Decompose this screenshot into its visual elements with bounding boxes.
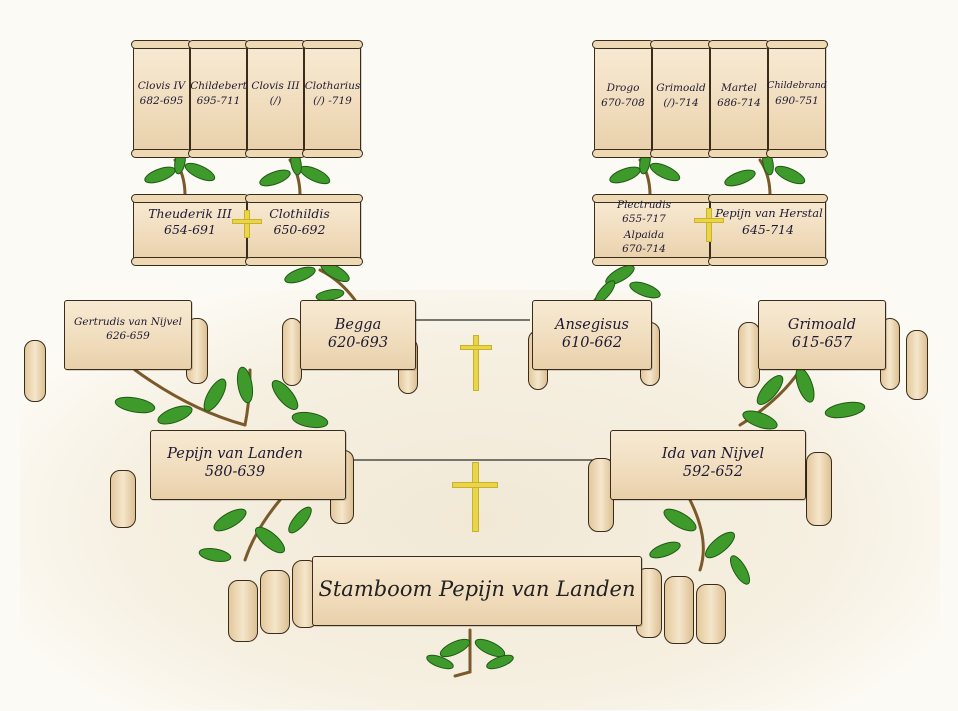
- childebert-years: 695-711: [196, 95, 241, 107]
- ida-roll-right: [806, 452, 832, 526]
- scroll-plectrudis-alpaida: [592, 194, 712, 266]
- clotharius-name: Clotharius: [304, 80, 361, 92]
- alpaida-name: Alpaida: [623, 229, 665, 241]
- grimoald-roll-right-2: [906, 330, 928, 400]
- ansegisus-years: 610-662: [561, 335, 623, 351]
- grimoald-roll-left: [738, 322, 760, 388]
- ida-roll-left: [588, 458, 614, 532]
- clotharius-years: (/) -719: [313, 95, 352, 107]
- title-roll-right-3: [696, 584, 726, 644]
- scroll-ida: [610, 430, 806, 500]
- theuderik-years: 654-691: [164, 222, 216, 237]
- scroll-pepijn-herstal: [708, 194, 828, 266]
- ansegisus-name: Ansegisus: [555, 317, 629, 333]
- pepijn-landen-name: Pepijn van Landen: [167, 446, 303, 462]
- martel-years: 686-714: [717, 97, 761, 109]
- clovis-iii-name: Clovis III: [251, 80, 300, 92]
- clothildis-years: 650-692: [273, 222, 326, 237]
- scroll-theuderik: [131, 194, 249, 266]
- clovis-iv-name: Clovis IV: [137, 80, 186, 92]
- scroll-martel: [708, 40, 770, 158]
- vine-right-lower: [688, 498, 705, 572]
- drogo-name: Drogo: [606, 82, 640, 94]
- grimoald-name: Grimoald: [787, 317, 857, 333]
- scroll-clotharius: [302, 40, 363, 158]
- alpaida-years: 670-714: [622, 243, 666, 255]
- marriage-cross-begga-ansegisus: [460, 335, 492, 391]
- scroll-begga: [300, 300, 416, 370]
- childebrand-years: 690-751: [775, 95, 819, 107]
- scroll-childebrand: [766, 40, 828, 158]
- title-roll-left-2: [260, 570, 290, 634]
- childebert-name: Childebert: [190, 80, 247, 92]
- plectrudis-years: 655-717: [622, 213, 666, 225]
- begga-name: Begga: [334, 317, 382, 333]
- scroll-childebert: [188, 40, 249, 158]
- pepijn-herstal-years: 645-714: [742, 222, 794, 237]
- gertrudis-years: 626-659: [106, 330, 150, 342]
- vine-pipp-right: [758, 158, 772, 197]
- title-banner: [312, 556, 642, 626]
- scroll-gertrudis: [64, 300, 192, 370]
- gertrudis-roll-left: [24, 340, 46, 402]
- scroll-clovis-iii: [245, 40, 306, 158]
- clothildis-name: Clothildis: [269, 206, 330, 221]
- gertrudis-name: Gertrudis van Nijvel: [73, 316, 183, 328]
- pepijn-landen-years: 580-639: [204, 464, 266, 480]
- scroll-grimoald-ii: [650, 40, 712, 158]
- marriage-cross-theuderik-clothildis: [232, 210, 262, 238]
- scroll-clothildis: [245, 194, 363, 266]
- title-roll-left-1: [228, 580, 258, 642]
- trunk: [453, 628, 472, 678]
- vine-begga-up: [318, 268, 357, 302]
- clovis-iii-years: (/): [269, 95, 282, 107]
- scroll-ansegisus: [532, 300, 652, 370]
- ida-name: Ida van Nijvel: [661, 446, 765, 462]
- ida-years: 592-652: [682, 464, 744, 480]
- drogo-years: 670-708: [601, 97, 645, 109]
- pepijn-herstal-name: Pepijn van Herstal: [715, 206, 823, 220]
- grimoald-ii-years: (/)-714: [663, 97, 699, 109]
- theuderik-name: Theuderik III: [148, 206, 232, 221]
- scroll-pepijn-landen: [150, 430, 346, 500]
- pepijn-landen-roll-left: [110, 470, 136, 528]
- scroll-grimoald: [758, 300, 886, 370]
- plectrudis-name: Plectrudis: [617, 199, 671, 211]
- page-title: Stamboom Pepijn van Landen: [318, 577, 636, 601]
- vine-left-mid: [133, 368, 247, 427]
- grimoald-ii-name: Grimoald: [656, 82, 706, 94]
- marriage-cross-herstal: [694, 208, 724, 242]
- scroll-drogo: [592, 40, 654, 158]
- begga-roll-left: [282, 318, 302, 386]
- begga-years: 620-693: [327, 335, 389, 351]
- clovis-iv-years: 682-695: [139, 95, 184, 107]
- childebrand-name: Childebrand: [767, 80, 827, 91]
- martel-name: Martel: [721, 82, 757, 94]
- grimoald-years: 615-657: [791, 335, 853, 351]
- title-roll-right-2: [664, 576, 694, 644]
- scroll-clovis-iv: [131, 40, 192, 158]
- marriage-cross-pepijn-ida: [452, 462, 498, 532]
